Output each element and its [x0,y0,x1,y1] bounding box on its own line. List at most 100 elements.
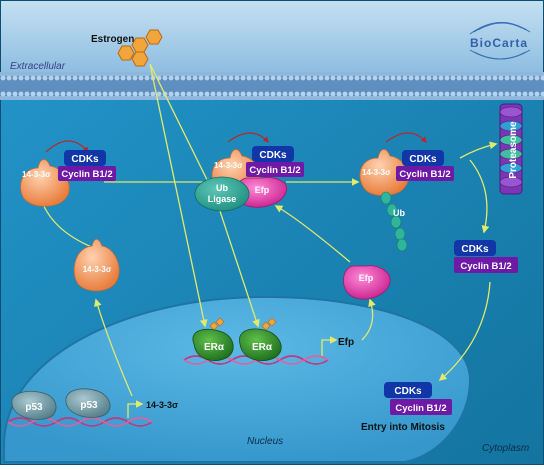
cell-membrane [0,72,544,100]
lipid-head [210,91,216,97]
lipid-head [510,75,516,81]
lipid-head [432,91,438,97]
lipid-head [312,91,318,97]
lipid-head [216,91,222,97]
lipid-head [204,75,210,81]
1433-sigma-free: 14-3-3σ [73,238,120,292]
lipid-head [216,75,222,81]
lipid-head [402,91,408,97]
complex-cdk-cyclin-1433-ubiquitinated: 14-3-3σ CDKs Cyclin B1/2 Ub [359,132,454,252]
lipid-head [384,91,390,97]
lipid-head [54,91,60,97]
lipid-head [108,75,114,81]
efp-blob [343,265,391,300]
1433-sigma-blob [73,238,120,292]
lipid-head [300,75,306,81]
lipid-head [90,91,96,97]
lipid-head [84,75,90,81]
lipid-head [444,91,450,97]
lipid-head [228,75,234,81]
lipid-head [156,91,162,97]
lipid-head [66,75,72,81]
er-alpha-label-1: ERα [204,342,225,353]
lipid-head [366,91,372,97]
lipid-head [246,91,252,97]
lipid-head [192,91,198,97]
lipid-head [282,75,288,81]
lipid-head [138,91,144,97]
p53-blob-2 [65,388,111,418]
lipid-head [402,75,408,81]
lipid-head [516,75,522,81]
lipid-head [150,91,156,97]
p53-dimer: p53 p53 [11,388,111,420]
cyclin-label: Cyclin B1/2 [249,165,300,176]
1433-sigma-label: 14-3-3σ [22,170,51,179]
lipid-head [318,75,324,81]
lipid-head [312,75,318,81]
lipid-head [348,75,354,81]
lipid-head [504,91,510,97]
lipid-head [234,91,240,97]
lipid-head [396,91,402,97]
lipid-head [420,75,426,81]
lipid-head [342,75,348,81]
lipid-head [168,91,174,97]
lipid-head [144,91,150,97]
lipid-head [222,91,228,97]
ub-ligase-label-2: Ligase [208,194,237,204]
lipid-head [288,91,294,97]
lipid-head [348,91,354,97]
1433-sigma-blob [359,149,409,196]
lipid-head [246,75,252,81]
p53-blob-1 [11,390,57,420]
lipid-head [306,91,312,97]
1433-sigma-label: 14-3-3σ [83,265,112,274]
lipid-head [72,75,78,81]
entry-into-mitosis-label: Entry into Mitosis [361,422,445,433]
inhibition-arc [45,140,89,153]
cdks-label: CDKs [409,154,437,165]
lipid-head [108,91,114,97]
lipid-head [72,91,78,97]
lipid-head [468,91,474,97]
er-alpha-label-2: ERα [252,342,273,353]
lipid-head [414,75,420,81]
lipid-head [354,75,360,81]
lipid-head [252,91,258,97]
lipid-head [474,91,480,97]
lipid-head [438,91,444,97]
lipid-head [420,91,426,97]
lipid-head [270,91,276,97]
lipid-head [486,91,492,97]
1433-gene-label: 14-3-3σ [146,400,178,410]
lipid-head [36,91,42,97]
lipid-head [474,75,480,81]
lipid-head [456,91,462,97]
extracellular-label: Extracellular [10,61,66,72]
cyclin-label: Cyclin B1/2 [399,169,450,180]
lipid-head [378,91,384,97]
lipid-head [432,75,438,81]
lipid-head [414,91,420,97]
lipid-head [174,75,180,81]
lipid-head [336,75,342,81]
lipid-head [84,91,90,97]
lipid-head [504,75,510,81]
lipid-head [138,75,144,81]
lipid-head [408,91,414,97]
lipid-head [18,91,24,97]
lipid-head [60,91,66,97]
lipid-head [426,91,432,97]
lipid-head [240,75,246,81]
lipid-head [426,75,432,81]
p53-label-2: p53 [80,400,98,411]
lipid-head [528,75,534,81]
1433-sigma-label: 14-3-3σ [362,168,391,177]
lipid-head [480,91,486,97]
lipid-head [162,75,168,81]
lipid-head [168,75,174,81]
lipid-head [186,75,192,81]
lipid-head [516,91,522,97]
lipid-head [42,75,48,81]
